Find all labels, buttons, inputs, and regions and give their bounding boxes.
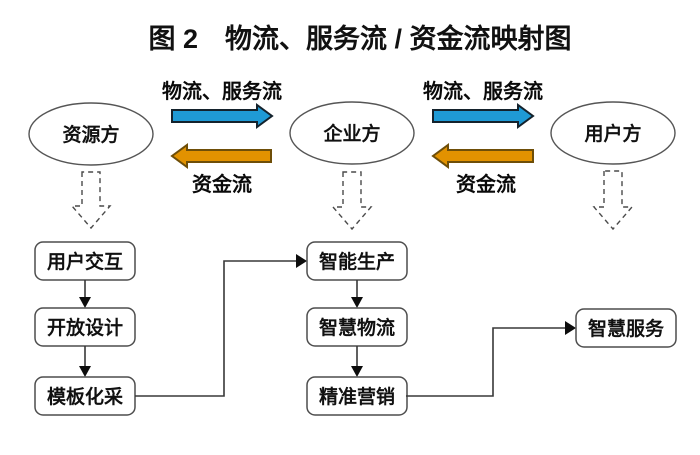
resource-ellipse bbox=[28, 102, 154, 166]
capital-flow-arrow-left bbox=[170, 143, 272, 169]
smart-logistics-label: 智慧物流 bbox=[319, 316, 395, 339]
user-ellipse bbox=[550, 101, 676, 165]
mapping-arrow-resource bbox=[70, 171, 112, 230]
connector-template-to-production bbox=[135, 260, 296, 397]
connector-template-to-production-head bbox=[296, 254, 307, 268]
box-template-procurement: 模板化采 bbox=[34, 376, 136, 416]
enterprise-node: 企业方 bbox=[289, 101, 415, 165]
logistics-service-flow-arrow-right bbox=[432, 103, 535, 129]
figure-title: 图 2 物流、服务流 / 资金流映射图 bbox=[148, 23, 571, 54]
box-smart-logistics: 智慧物流 bbox=[306, 307, 408, 347]
box-intelligent-production: 智能生产 bbox=[306, 241, 408, 281]
logistics-service-flow-arrow-left bbox=[171, 103, 274, 129]
box-open-design: 开放设计 bbox=[34, 307, 136, 347]
arrow-design-to-template-head bbox=[79, 366, 91, 377]
mapping-arrow-user bbox=[592, 170, 634, 231]
box-user-interaction: 用户交互 bbox=[34, 241, 136, 281]
connector-marketing-to-service-head bbox=[565, 321, 576, 335]
template-procurement-label: 模板化采 bbox=[47, 385, 123, 408]
user-node: 用户方 bbox=[550, 101, 676, 165]
capital-flow-label-left: 资金流 bbox=[192, 172, 252, 196]
arrow-interaction-to-design-head bbox=[79, 297, 91, 308]
precision-marketing-label: 精准营销 bbox=[319, 385, 395, 408]
open-design-label: 开放设计 bbox=[47, 316, 123, 339]
arrow-logistics-to-marketing-head bbox=[351, 366, 363, 377]
smart-service-rect bbox=[575, 308, 677, 348]
connector-marketing-to-service bbox=[406, 327, 565, 397]
intelligent-production-label: 智能生产 bbox=[319, 250, 395, 273]
enterprise-label: 企业方 bbox=[322, 122, 380, 145]
mapping-arrow-enterprise bbox=[331, 171, 373, 231]
user-label: 用户方 bbox=[584, 122, 641, 145]
logistics-service-flow-label-left: 物流、服务流 bbox=[162, 79, 282, 103]
user-interaction-label: 用户交互 bbox=[47, 250, 123, 273]
smart-service-label: 智慧服务 bbox=[588, 317, 665, 340]
resource-node: 资源方 bbox=[28, 102, 154, 166]
box-smart-service: 智慧服务 bbox=[575, 308, 677, 348]
logistics-service-flow-label-right: 物流、服务流 bbox=[423, 79, 543, 103]
enterprise-ellipse bbox=[289, 101, 415, 165]
capital-flow-arrow-right bbox=[431, 143, 534, 169]
box-precision-marketing: 精准营销 bbox=[306, 376, 408, 416]
resource-label: 资源方 bbox=[62, 123, 119, 146]
capital-flow-label-right: 资金流 bbox=[456, 172, 516, 196]
arrow-production-to-logistics-head bbox=[351, 297, 363, 308]
